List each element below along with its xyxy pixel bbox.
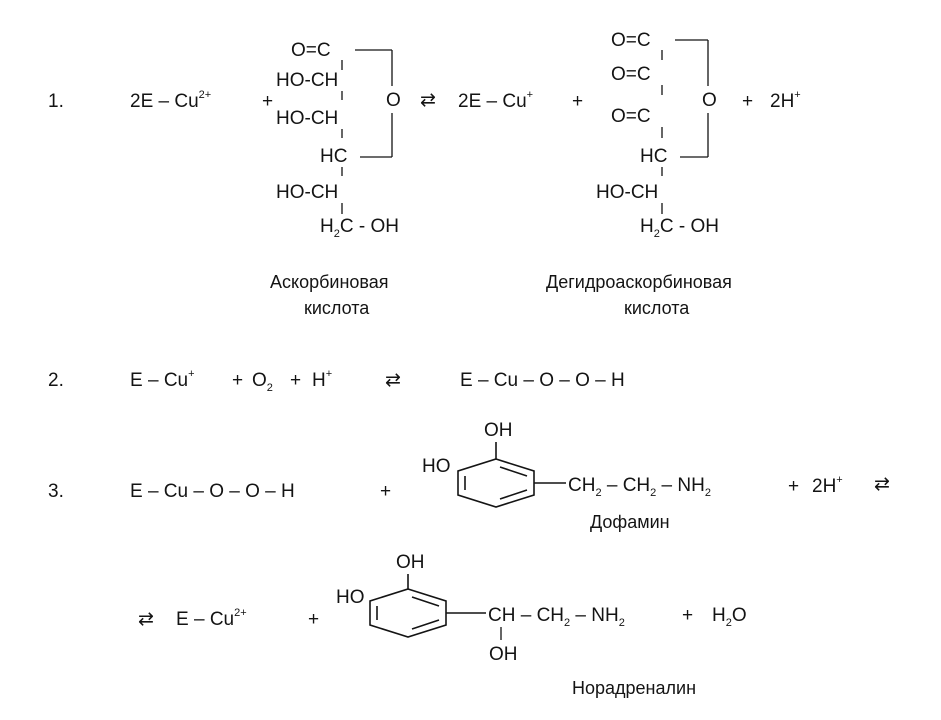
dehydroascorbic-acid-structure: O=C O=C O O=C HC HO-CH H2C - OH (596, 30, 719, 240)
ascorbic-oc: O=C (291, 40, 331, 61)
reaction-number-3: 3. (48, 481, 64, 502)
ascorbic-acid-label-2: кислота (304, 298, 370, 318)
noradrenaline-ho: HO (336, 587, 365, 608)
reaction-number-1: 1. (48, 91, 64, 112)
oxygen-molecule: O2 (252, 370, 273, 394)
plus-sign: + (232, 370, 243, 391)
equilibrium-arrow-2: ⇄ (385, 370, 401, 391)
dopamine-oh: OH (484, 420, 513, 441)
plus-sign: + (262, 91, 273, 112)
plus-sign: + (380, 481, 391, 502)
water-molecule: H2O (712, 605, 747, 629)
noradrenaline-label: Норадреналин (572, 678, 696, 698)
dehydro-h2c-oh: H2C - OH (640, 216, 719, 240)
ascorbic-hoch-2: HO-CH (276, 108, 338, 129)
proton-reactant: H+ (312, 368, 332, 391)
proton-product-1: 2H+ (770, 89, 801, 112)
dehydro-hoch: HO-CH (596, 182, 658, 203)
enzyme-peroxide-complex: E – Cu – O – O – H (460, 370, 625, 391)
dehydro-ring-oxygen: O (702, 90, 717, 111)
plus-sign: + (572, 91, 583, 112)
ascorbic-hc: HC (320, 146, 347, 167)
equilibrium-arrow-3: ⇄ (874, 474, 890, 495)
enzyme-peroxide-reactant: E – Cu – O – O – H (130, 481, 295, 502)
ascorbic-h2c-oh: H2C - OH (320, 216, 399, 240)
noradrenaline-side-chain: CH – CH2 – NH2 (488, 605, 625, 629)
noradrenaline-beta-oh: OH (489, 644, 518, 665)
plus-sign: + (290, 370, 301, 391)
dehydro-oc-1: O=C (611, 30, 651, 51)
ascorbic-hoch-3: HO-CH (276, 182, 338, 203)
plus-sign: + (788, 476, 799, 497)
enzyme-cu2-label: 2E – Cu2+ (130, 89, 211, 112)
ascorbic-ring-oxygen: O (386, 90, 401, 111)
dehydro-oc-3: O=C (611, 106, 651, 127)
ascorbic-acid-structure: O=C HO-CH O HO-CH HC HO-CH H2C - OH (276, 40, 401, 240)
plus-sign: + (308, 609, 319, 630)
noradrenaline-oh: OH (396, 552, 425, 573)
ascorbic-hoch-1: HO-CH (276, 70, 338, 91)
equilibrium-arrow-4: ⇄ (138, 609, 154, 630)
proton-reactant-2: 2H+ (812, 474, 843, 497)
dehydro-oc-2: O=C (611, 64, 651, 85)
noradrenaline-structure: OH HO CH – CH2 – NH2 OH (336, 552, 625, 665)
plus-sign: + (682, 605, 693, 626)
equilibrium-arrow-1: ⇄ (420, 90, 436, 111)
enzyme-cu2-product: E – Cu2+ (176, 607, 247, 630)
enzyme-cu1-label: 2E – Cu+ (458, 89, 533, 112)
dopamine-label: Дофамин (590, 512, 670, 532)
reaction-number-2: 2. (48, 370, 64, 391)
dopamine-ho: HO (422, 456, 451, 477)
dehydro-hc: HC (640, 146, 667, 167)
enzyme-cu1-label-2: E – Cu+ (130, 368, 195, 391)
dopamine-structure: OH HO CH2 – CH2 – NH2 (422, 420, 711, 508)
dopamine-side-chain: CH2 – CH2 – NH2 (568, 475, 711, 499)
ascorbic-acid-label-1: Аскорбиновая (270, 272, 389, 292)
plus-sign: + (742, 91, 753, 112)
dehydroascorbic-acid-label-1: Дегидроаскорбиновая (546, 272, 732, 292)
dehydroascorbic-acid-label-2: кислота (624, 298, 690, 318)
